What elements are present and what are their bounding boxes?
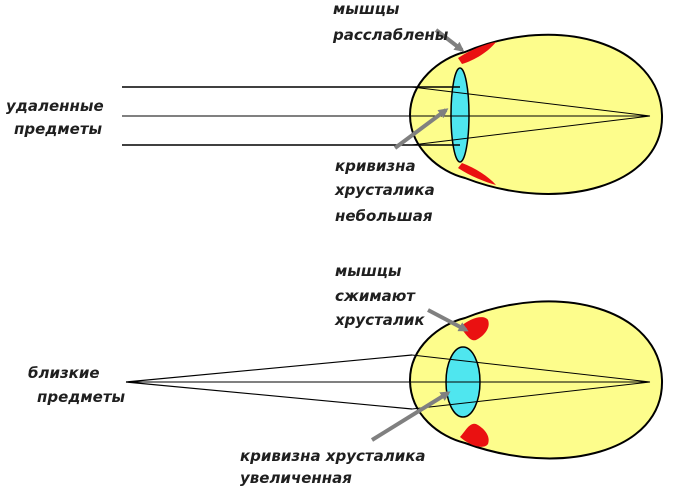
bottom-muscles-label-line1: мышцы (335, 262, 402, 280)
top-lens (450, 67, 470, 163)
bottom-ray-lower (125, 381, 413, 410)
bottom-lens-pointer-arrow (370, 391, 451, 442)
distant-vision-panel: мышцы расслаблены удаленные предметы кри… (6, 0, 664, 225)
bottom-curvature-label-line1: кривизна хрусталика (240, 447, 426, 465)
bottom-muscles-label-line2: сжимают (335, 287, 416, 305)
top-lens-pointer-arrow (393, 108, 449, 150)
top-curvature-label-line2: хрусталика (334, 181, 435, 199)
near-vision-panel: мышцы сжимают хрусталик близкие предметы… (28, 262, 664, 487)
top-lower-muscle (458, 163, 496, 185)
bottom-curvature-label-line2: увеличенная (240, 469, 352, 487)
top-curvature-label-line3: небольшая (335, 207, 433, 225)
bottom-ray-upper (125, 354, 413, 383)
bottom-eyeball (408, 300, 664, 460)
top-muscles-label-line2: расслаблены (332, 26, 449, 44)
bottom-lower-muscle (460, 423, 489, 447)
distant-objects-label-line1: удаленные (6, 97, 104, 115)
near-objects-label-line1: близкие (28, 364, 100, 382)
top-upper-muscle (458, 42, 496, 64)
top-muscles-label-line1: мышцы (333, 0, 400, 18)
top-muscle-pointer-arrow (434, 28, 465, 52)
top-ray-upper-refracted (411, 86, 651, 117)
bottom-muscle-pointer-arrow (427, 308, 469, 332)
top-ray-lower-refracted (411, 115, 651, 146)
bottom-ray-lower-refracted (411, 381, 651, 410)
bottom-ray-upper-refracted (411, 354, 651, 383)
near-objects-label-line2: предметы (37, 388, 126, 406)
top-curvature-label-line1: кривизна (335, 157, 416, 175)
top-eyeball (408, 33, 664, 195)
bottom-muscles-label-line3: хрусталик (334, 311, 425, 329)
distant-objects-label-line2: предметы (14, 120, 103, 138)
